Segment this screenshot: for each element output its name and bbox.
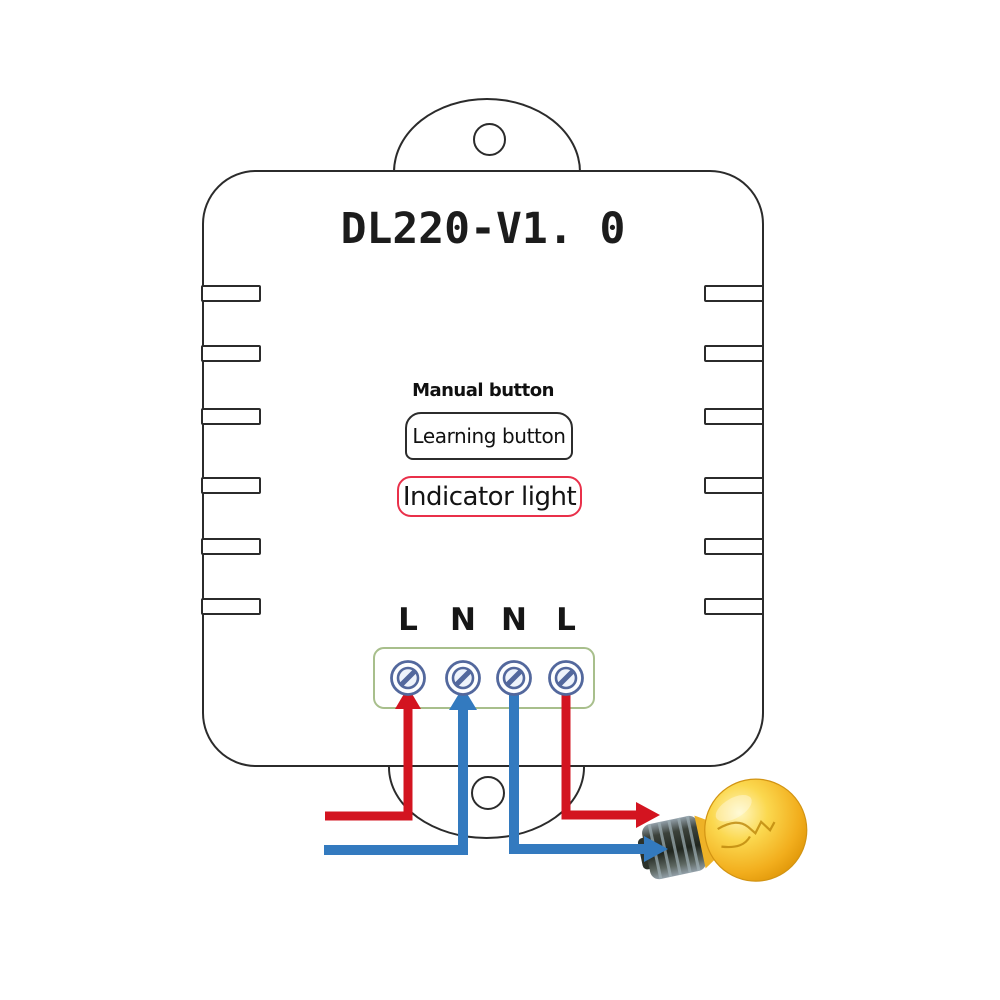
- vent-slot-left: [201, 408, 261, 425]
- right-arrow-icon: [644, 836, 668, 862]
- learning-button: Learning button: [405, 412, 573, 460]
- learning-button-label: Learning button: [412, 424, 566, 448]
- incandescent-light-bulb-icon: [637, 778, 808, 882]
- indicator-light-label: Indicator light: [402, 481, 577, 512]
- live-input-wire: [325, 687, 421, 821]
- indicator-light: Indicator light: [397, 476, 582, 517]
- screw-hole-icon: [471, 776, 505, 810]
- terminal-label-L-output: L: [556, 602, 576, 638]
- terminal-screw-icon: [445, 660, 481, 696]
- vent-slot-left: [201, 285, 261, 302]
- terminal-screw-icon: [548, 660, 584, 696]
- vent-slot-right: [704, 477, 764, 494]
- neutral-input-wire: [324, 687, 477, 855]
- up-arrow-icon: [395, 687, 421, 709]
- terminal-label-N-input: N: [450, 602, 476, 638]
- vent-slot-right: [704, 538, 764, 555]
- vent-slot-left: [201, 345, 261, 362]
- screw-hole-icon: [473, 123, 506, 156]
- terminal-screws: [390, 660, 584, 696]
- terminal-screw-icon: [390, 660, 426, 696]
- terminal-label-N-output: N: [501, 602, 527, 638]
- terminal-label-L-input: L: [398, 602, 418, 638]
- device-model-title: DL220-V1. 0: [340, 204, 626, 254]
- vent-slot-left: [201, 477, 261, 494]
- vent-slot-right: [704, 285, 764, 302]
- vent-slot-right: [704, 598, 764, 615]
- vent-slot-right: [704, 345, 764, 362]
- neutral-output-wire: [509, 692, 668, 862]
- right-arrow-icon: [636, 802, 660, 828]
- manual-button-label: Manual button: [412, 380, 554, 401]
- up-arrow-icon: [449, 687, 477, 710]
- vent-slot-left: [201, 598, 261, 615]
- live-output-wire: [561, 692, 660, 828]
- terminal-screw-icon: [496, 660, 532, 696]
- vent-slot-left: [201, 538, 261, 555]
- vent-slot-right: [704, 408, 764, 425]
